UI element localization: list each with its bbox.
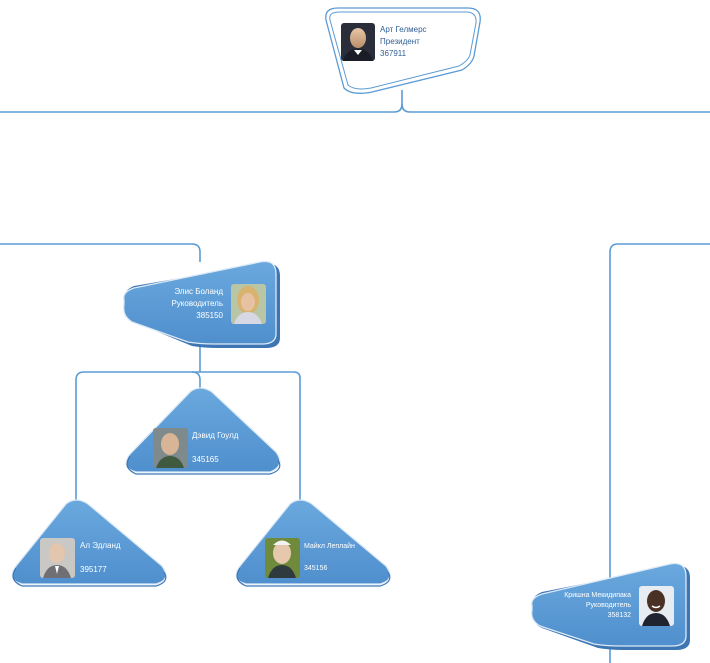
connector-to-al — [75, 371, 85, 500]
title-label: Руководитель — [585, 602, 631, 609]
name-label: Арт Гелмерс — [380, 25, 427, 34]
connector-alice-children — [84, 371, 301, 500]
id-label: 395177 — [80, 565, 107, 574]
node-label-al: Ал Эдланд 395177 — [80, 540, 121, 576]
node-label-michael: Майкл Леплайн 345156 — [304, 541, 355, 574]
title-label: Президент — [380, 37, 420, 46]
name-label: Элис Боланд — [174, 287, 223, 296]
name-label: Кришна Мекидипака — [564, 592, 631, 599]
avatar-art-gelmers — [341, 23, 375, 61]
node-label-david: Дэвид Гоулд 345165 — [192, 430, 238, 466]
title-label: Руководитель — [171, 299, 223, 308]
connector-president-right — [401, 103, 710, 113]
id-label: 345165 — [192, 455, 219, 464]
id-label: 367911 — [380, 49, 407, 58]
connector-right-branch — [609, 243, 710, 663]
id-label: 385150 — [196, 311, 223, 320]
avatar-michael-leplain — [265, 538, 300, 578]
node-label-krishna: Кришна Мекидипака Руководитель 358132 — [564, 591, 631, 621]
avatar-krishna — [639, 586, 674, 626]
node-label-president: Арт Гелмерс Президент 367911 — [380, 24, 427, 60]
name-label: Дэвид Гоулд — [192, 431, 239, 440]
id-label: 345156 — [304, 565, 328, 572]
node-label-alice: Элис Боланд Руководитель 385150 — [171, 286, 223, 322]
avatar-david-gould — [153, 428, 188, 468]
connector-president-stem — [0, 90, 403, 113]
name-label: Ал Эдланд — [80, 541, 121, 550]
connector-left-branch — [0, 243, 201, 262]
name-label: Майкл Леплайн — [304, 543, 355, 550]
id-label: 358132 — [607, 612, 631, 619]
connector-to-david — [191, 371, 201, 388]
avatar-alice-boland — [231, 284, 266, 324]
avatar-al-edland — [40, 538, 75, 578]
